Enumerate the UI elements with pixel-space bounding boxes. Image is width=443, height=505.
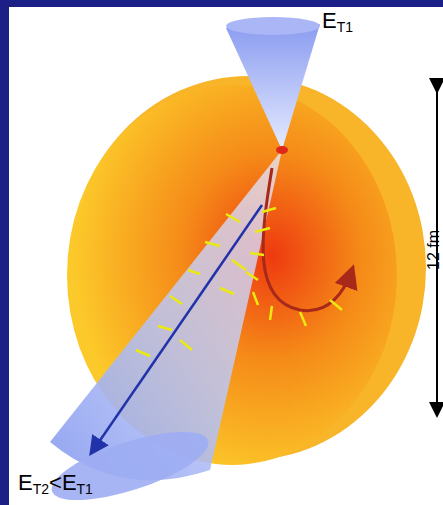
- dimension-label: 12 fm: [426, 230, 442, 270]
- gluon-ticks: [136, 208, 342, 356]
- label-text: 12 fm: [425, 230, 442, 270]
- subscript: T2: [33, 481, 49, 497]
- label-text: E: [322, 8, 337, 33]
- label-text: <E: [49, 470, 77, 495]
- jet-cone: [50, 150, 282, 480]
- jet-cone: [45, 418, 216, 505]
- subscript: T1: [337, 19, 353, 35]
- label-text: E: [18, 470, 33, 495]
- frame-bar: [0, 0, 443, 7]
- energy-label: ET2<ET1: [18, 472, 93, 496]
- collision-point: [276, 146, 288, 154]
- frame-bar: [0, 0, 9, 505]
- parton-path: [263, 168, 352, 311]
- jet-cone: [226, 17, 320, 35]
- subscript: T1: [77, 481, 93, 497]
- jet-direction: [92, 205, 262, 452]
- jet-cone: [226, 24, 320, 150]
- energy-label: ET1: [322, 10, 353, 34]
